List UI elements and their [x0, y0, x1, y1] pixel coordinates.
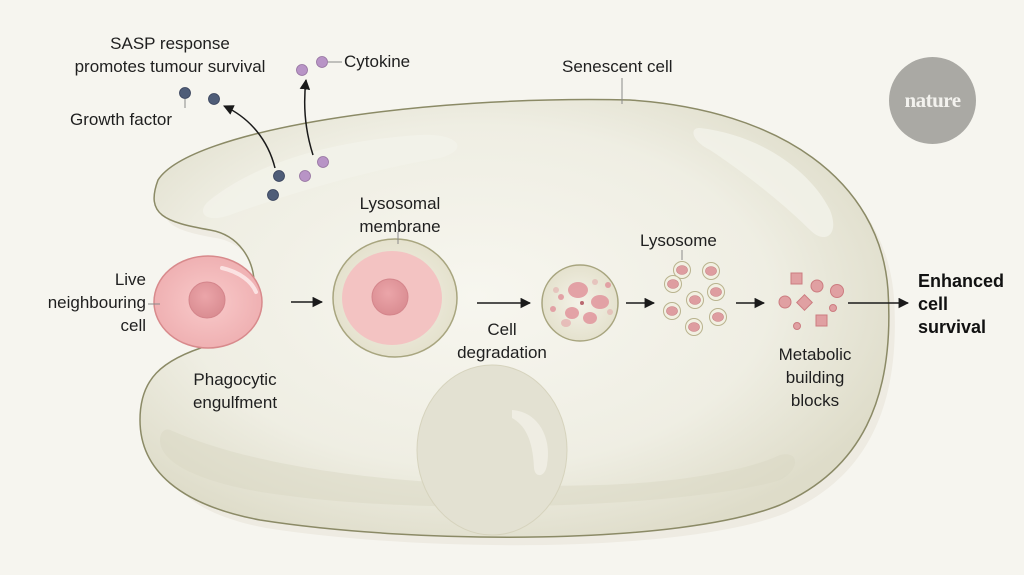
outcome-label-line3: survival: [918, 317, 987, 337]
metabolic-label-line3: blocks: [790, 391, 840, 410]
nature-logo: nature: [889, 57, 976, 144]
lysosome: [709, 308, 727, 326]
arrow-cytokine: [299, 78, 314, 156]
cytokine-label: Cytokine: [344, 52, 411, 71]
live-cell-label-line1: Live: [114, 270, 146, 289]
metabolic-label-line2: building: [785, 368, 845, 387]
live-cell-nucleus: [188, 281, 226, 319]
cell-highlight: [160, 429, 795, 507]
lysosomal-membrane-label-line2: membrane: [359, 217, 441, 236]
outcome-label-line2: cell: [918, 294, 949, 314]
live-cell-label-line3: cell: [120, 316, 146, 335]
cytokine-molecules: [296, 56, 329, 182]
outcome-label-line1: Enhanced: [918, 271, 1005, 291]
metabolic-label: Metabolic building blocks: [760, 343, 870, 412]
growth-factor-molecules: [179, 87, 285, 201]
live-cell-label-line2: neighbouring: [47, 293, 146, 312]
sasp-label: SASP response promotes tumour survival: [50, 32, 290, 78]
lysosome: [673, 261, 691, 279]
cell-degradation-label-line1: Cell: [487, 320, 517, 339]
phagocytic-label-line1: Phagocytic: [193, 370, 277, 389]
phagocytic-label: Phagocytic engulfment: [170, 368, 300, 414]
engulfed-cell-nucleus: [371, 278, 409, 316]
lysosome: [702, 262, 720, 280]
lysosomal-membrane-label-line1: Lysosomal: [359, 194, 441, 213]
metabolic-label-line1: Metabolic: [778, 345, 852, 364]
lysosome-cluster: [663, 261, 727, 336]
building-blocks: [778, 272, 844, 330]
cell-degradation-label-line2: degradation: [457, 343, 547, 362]
lysosome: [707, 283, 725, 301]
growth-factor-label: Growth factor: [70, 110, 173, 129]
lysosome: [685, 318, 703, 336]
live-cell-label: Live neighbouring cell: [20, 268, 146, 337]
degradation-fragments: [550, 279, 613, 327]
lysosome: [663, 302, 681, 320]
sasp-label-line2: promotes tumour survival: [74, 57, 266, 76]
lysosomal-membrane-label: Lysosomal membrane: [340, 192, 460, 238]
lysosome: [664, 275, 682, 293]
senescent-cell: [139, 98, 890, 538]
sasp-label-line1: SASP response: [110, 34, 230, 53]
cell-degradation-label: Cell degradation: [440, 318, 564, 364]
cell-vacuole: [416, 364, 568, 536]
cell-highlight: [693, 127, 834, 238]
phagocytic-label-line2: engulfment: [192, 393, 278, 412]
senescent-cell-label: Senescent cell: [562, 57, 673, 76]
outcome-label: Enhanced cell survival: [918, 270, 1004, 339]
cell-highlight: [202, 134, 458, 219]
lysosome: [686, 291, 704, 309]
live-cell-highlight: [220, 266, 258, 294]
lysosome-label: Lysosome: [640, 231, 717, 250]
arrow-growth-factor: [223, 105, 276, 169]
vacuole-highlight: [512, 410, 549, 476]
